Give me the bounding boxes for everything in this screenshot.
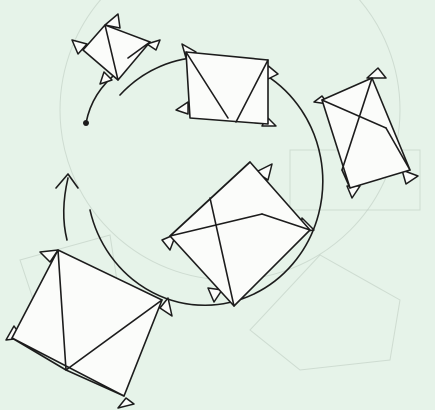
folded-piece-4: [162, 162, 314, 306]
direction-arrow-icon: [56, 174, 78, 240]
folded-piece-3: [314, 68, 418, 198]
folded-piece-2: [176, 44, 278, 126]
folded-piece-5: [6, 250, 172, 408]
start-marker: [83, 72, 118, 126]
